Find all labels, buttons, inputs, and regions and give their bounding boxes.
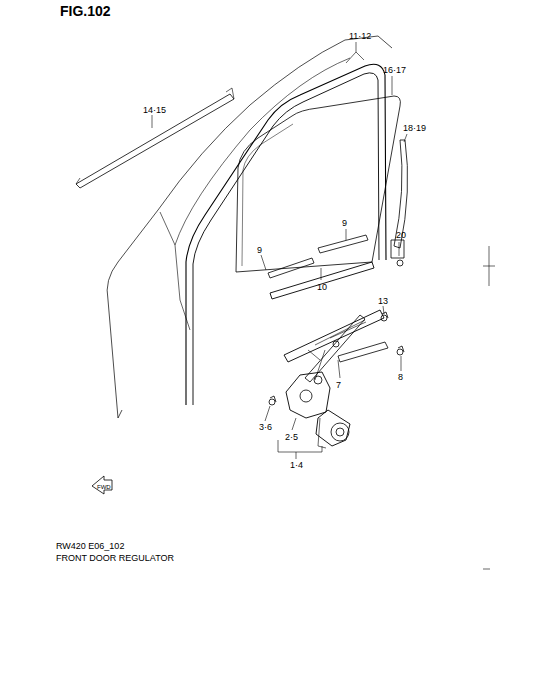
figure-caption: FRONT DOOR REGULATOR — [56, 554, 174, 563]
callout-number: 8 — [398, 373, 403, 382]
callout-number: 9 — [342, 219, 347, 228]
callout-number: 9 — [257, 246, 262, 255]
callout-number: 18·19 — [403, 124, 426, 133]
direction-label: FWD — [97, 484, 111, 490]
callout-number: 14·15 — [143, 106, 166, 115]
callout-number: 16·17 — [383, 66, 406, 75]
callout-number: 10 — [317, 283, 327, 292]
figure-code: RW420 E06_102 — [56, 542, 124, 551]
callout-number: 20 — [396, 231, 406, 240]
callout-number: 2·5 — [285, 433, 298, 442]
callout-number: 3·6 — [259, 423, 272, 432]
figure-title: FIG.102 — [60, 4, 111, 18]
callout-number: 1·4 — [290, 461, 303, 470]
callout-number: 11·12 — [349, 32, 371, 41]
callout-number: 7 — [336, 381, 341, 390]
callout-number: 13 — [378, 297, 388, 306]
